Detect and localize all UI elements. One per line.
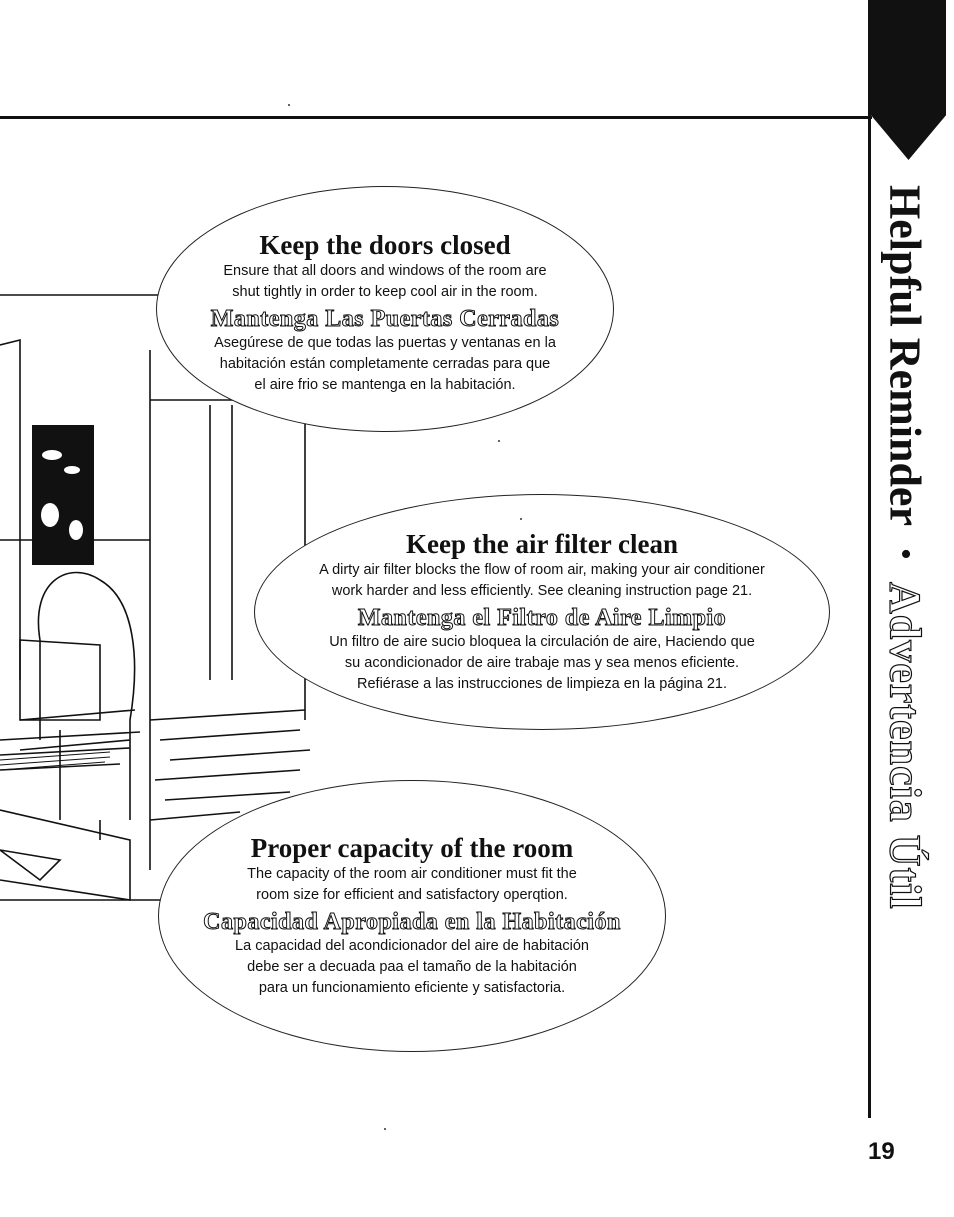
scan-speck	[288, 104, 290, 106]
tip-body-spanish: La capacidad del acondicionador del aire…	[235, 938, 589, 997]
tip-body-english: A dirty air filter blocks the flow of ro…	[319, 561, 765, 599]
scan-speck	[520, 518, 522, 520]
tip-title-spanish: Mantenga el Filtro de Aire Limpio	[357, 604, 727, 631]
top-rule	[0, 116, 872, 119]
tip-title-english: Keep the air filter clean	[406, 528, 678, 559]
tip-body-english: Ensure that all doors and windows of the…	[223, 262, 547, 300]
tip-bubble-capacity: Proper capacity of the room The capacity…	[158, 780, 666, 1052]
room-illustration	[0, 294, 311, 901]
side-tab-marker	[871, 0, 946, 160]
tip-title-spanish: Mantenga Las Puertas Cerradas	[210, 305, 560, 332]
side-section-title: Helpful Reminder • Advertencia Útil	[855, 185, 954, 925]
side-title-separator: •	[887, 547, 924, 560]
tip-title-spanish: Capacidad Apropiada en la Habitación	[203, 908, 621, 935]
tip-bubble-doors: Keep the doors closed Ensure that all do…	[156, 186, 614, 432]
tip-body-spanish: Un filtro de aire sucio bloquea la circu…	[329, 634, 755, 693]
tip-title-english: Keep the doors closed	[259, 229, 511, 260]
side-title-spanish: Advertencia Útil	[880, 581, 930, 910]
tip-body-spanish: Asegúrese de que todas las puertas y ven…	[214, 335, 556, 394]
scan-speck	[498, 440, 500, 442]
tip-body-english: The capacity of the room air conditioner…	[247, 865, 577, 903]
page-number: 19	[868, 1138, 895, 1165]
tip-title-english: Proper capacity of the room	[250, 832, 574, 863]
side-title-english: Helpful Reminder	[880, 185, 930, 526]
scan-speck	[384, 1128, 386, 1130]
tip-bubble-filter: Keep the air filter clean A dirty air fi…	[254, 494, 830, 730]
side-vertical-rule	[868, 0, 871, 1118]
